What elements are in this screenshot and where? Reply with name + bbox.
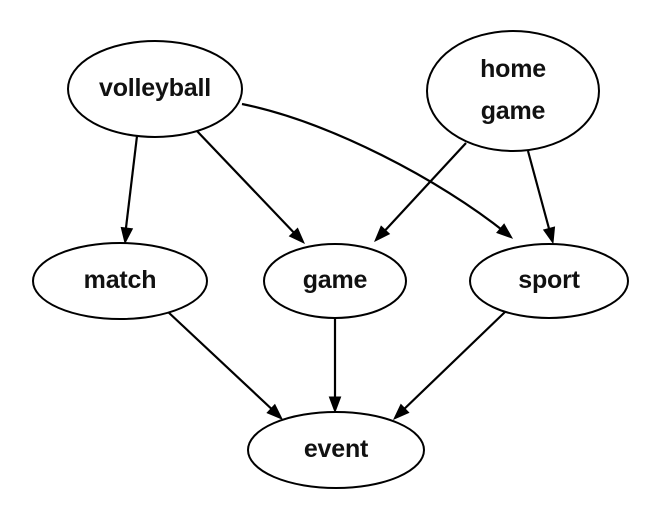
node-game[interactable]: game (263, 243, 407, 319)
edge-line (166, 310, 278, 415)
edge-volleyball-sport (241, 102, 514, 239)
nodes-layer: volleyball home game match game sport event (32, 30, 629, 489)
edge-sport-event (392, 311, 506, 420)
edges-layer (120, 102, 556, 420)
node-shape[interactable] (67, 40, 243, 138)
node-label-line: event (304, 435, 369, 463)
node-label: match (84, 266, 157, 294)
node-label: game (303, 266, 368, 294)
arrow-head-icon (120, 226, 134, 245)
node-sport[interactable]: sport (469, 243, 629, 319)
edge-volleyball-match (120, 135, 139, 245)
node-shape[interactable] (247, 411, 425, 489)
arrow-head-icon (328, 396, 342, 414)
node-label: home game (480, 55, 546, 125)
node-event[interactable]: event (247, 411, 425, 489)
edge-match-event (166, 310, 284, 420)
node-label-line: game (303, 266, 368, 294)
node-match[interactable]: match (32, 242, 208, 320)
arrow-head-icon (266, 403, 284, 420)
node-label: sport (518, 266, 580, 294)
node-shape[interactable] (32, 242, 208, 320)
arrow-head-icon (374, 225, 391, 243)
edge-home_game-sport (526, 150, 556, 245)
node-shape[interactable] (263, 243, 407, 319)
node-shape[interactable] (469, 243, 629, 319)
node-label: event (304, 435, 369, 463)
arrow-head-icon (496, 223, 514, 239)
arrow-head-icon (288, 227, 305, 245)
node-home_game[interactable]: home game (426, 30, 600, 152)
node-label-line: sport (518, 266, 580, 294)
node-label-line: volleyball (99, 74, 211, 102)
edge-line (123, 135, 139, 237)
edge-home_game-game (374, 142, 467, 243)
edge-line (241, 102, 507, 234)
arrow-head-icon (542, 226, 556, 245)
arrow-head-icon (392, 403, 410, 420)
node-label-line: match (84, 266, 157, 294)
edge-line (398, 311, 506, 415)
edge-line (195, 129, 300, 239)
node-label-line: home (480, 55, 546, 83)
node-volleyball[interactable]: volleyball (67, 40, 243, 138)
edge-game-event (328, 318, 342, 414)
node-label-line: game (481, 97, 546, 125)
edge-line (379, 142, 467, 237)
node-label: volleyball (99, 74, 211, 102)
edge-volleyball-game (195, 129, 305, 245)
edge-line (526, 150, 553, 237)
node-shape[interactable] (426, 30, 600, 152)
